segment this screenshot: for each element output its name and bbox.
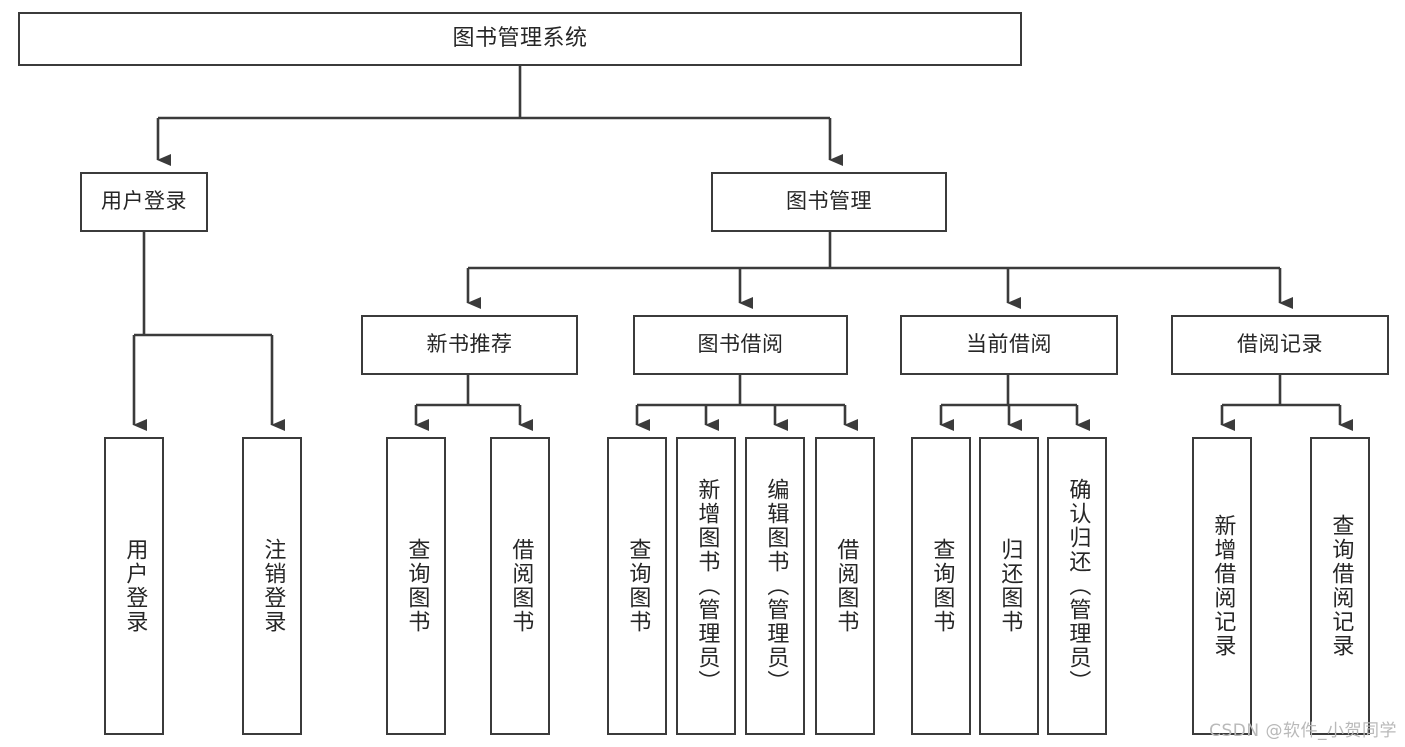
node-label: 借阅图书 bbox=[833, 538, 859, 634]
node-label: 确认归还（管理员） bbox=[1065, 478, 1091, 694]
node-leaf-add-record[interactable]: 新增借阅记录 bbox=[1192, 437, 1252, 735]
node-borrow-record[interactable]: 借阅记录 bbox=[1171, 315, 1389, 375]
node-label: 新增图书（管理员） bbox=[694, 478, 720, 694]
node-book-manage[interactable]: 图书管理 bbox=[711, 172, 947, 232]
node-label: 查询图书 bbox=[929, 538, 955, 634]
node-leaf-query-record[interactable]: 查询借阅记录 bbox=[1310, 437, 1370, 735]
node-label: 借阅图书 bbox=[508, 538, 534, 634]
node-label: 注销登录 bbox=[260, 538, 286, 634]
node-label: 图书借阅 bbox=[697, 332, 784, 357]
node-leaf-query-book-3[interactable]: 查询图书 bbox=[911, 437, 971, 735]
node-user-login[interactable]: 用户登录 bbox=[80, 172, 208, 232]
node-leaf-query-book-2[interactable]: 查询图书 bbox=[607, 437, 667, 735]
node-leaf-add-book[interactable]: 新增图书（管理员） bbox=[676, 437, 736, 735]
node-label: 查询借阅记录 bbox=[1328, 514, 1354, 658]
node-leaf-logout-login[interactable]: 注销登录 bbox=[242, 437, 302, 735]
node-current-borrow[interactable]: 当前借阅 bbox=[900, 315, 1118, 375]
node-leaf-query-book-1[interactable]: 查询图书 bbox=[386, 437, 446, 735]
node-leaf-edit-book[interactable]: 编辑图书（管理员） bbox=[745, 437, 805, 735]
node-leaf-return-book[interactable]: 归还图书 bbox=[979, 437, 1039, 735]
node-leaf-user-login[interactable]: 用户登录 bbox=[104, 437, 164, 735]
node-label: 用户登录 bbox=[122, 538, 148, 634]
node-root-system[interactable]: 图书管理系统 bbox=[18, 12, 1022, 66]
node-leaf-confirm-return[interactable]: 确认归还（管理员） bbox=[1047, 437, 1107, 735]
node-label: 用户登录 bbox=[101, 189, 187, 214]
node-label: 编辑图书（管理员） bbox=[763, 478, 789, 694]
node-leaf-borrow-book-1[interactable]: 借阅图书 bbox=[490, 437, 550, 735]
node-label: 新增借阅记录 bbox=[1210, 514, 1236, 658]
node-label: 查询图书 bbox=[625, 538, 651, 634]
node-new-book-recommend[interactable]: 新书推荐 bbox=[361, 315, 578, 375]
node-label: 借阅记录 bbox=[1237, 332, 1323, 357]
node-label: 当前借阅 bbox=[966, 332, 1052, 357]
node-label: 归还图书 bbox=[997, 538, 1023, 634]
node-leaf-borrow-book-2[interactable]: 借阅图书 bbox=[815, 437, 875, 735]
node-label: 图书管理 bbox=[786, 189, 872, 214]
node-label: 查询图书 bbox=[404, 538, 430, 634]
node-label: 新书推荐 bbox=[426, 332, 513, 357]
node-book-borrow[interactable]: 图书借阅 bbox=[633, 315, 848, 375]
node-label: 图书管理系统 bbox=[452, 25, 588, 51]
watermark-text: CSDN @软件_小贺同学 bbox=[1209, 721, 1397, 741]
